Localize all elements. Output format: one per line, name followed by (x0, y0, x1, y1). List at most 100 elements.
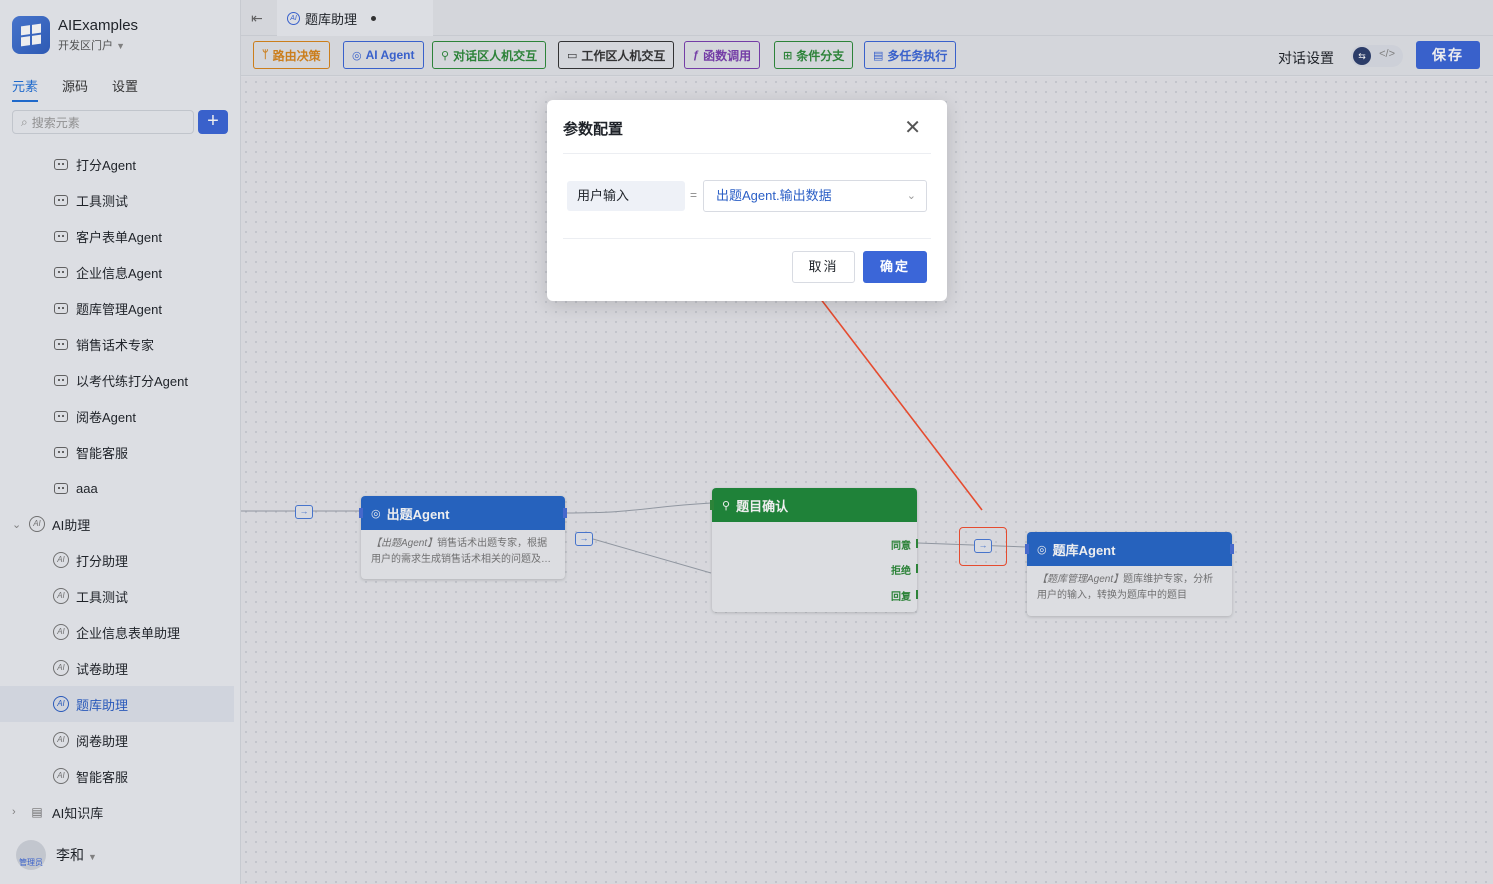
user-menu[interactable]: 管理员 李和 ▼ (16, 836, 226, 874)
node-question-agent[interactable]: ◎ 出题Agent 【出题Agent】销售话术出题专家，根据用户的需求生成销售话术… (359, 496, 567, 579)
chevron-right-icon[interactable]: › (12, 806, 16, 818)
input-port[interactable] (359, 508, 363, 518)
ai-icon: AI (52, 767, 70, 785)
tree-item-agent[interactable]: 题库管理Agent (0, 290, 234, 326)
node-title: 题库Agent (1052, 542, 1116, 558)
option-port[interactable] (916, 590, 918, 599)
dialog-title: 参数配置 (563, 121, 624, 138)
connector-icon[interactable]: → (295, 505, 313, 519)
workspace-interaction-button[interactable]: ▭工作区人机交互 (558, 41, 675, 69)
annotation-highlight (959, 527, 1007, 566)
tab-source[interactable]: 源码 (62, 79, 89, 94)
ai-icon: AI (52, 659, 70, 677)
equals-sign: = (690, 188, 698, 202)
condition-icon: ⊞ (783, 49, 793, 62)
tree-item-agent[interactable]: 工具测试 (0, 182, 234, 218)
search-input[interactable]: ⌕ 搜索元素 (12, 110, 194, 134)
close-icon[interactable]: ✕ (904, 117, 921, 139)
connector-icon[interactable]: → (575, 532, 593, 546)
chevron-down-icon: ▼ (116, 41, 125, 51)
option-agree[interactable]: 同意 (891, 541, 911, 552)
ai-icon: AI (28, 515, 46, 533)
tree-item-agent[interactable]: 阅卷Agent (0, 398, 234, 434)
ai-icon: AI (52, 587, 70, 605)
ai-icon: AI (52, 731, 70, 749)
param-name-label: 用户输入 (567, 181, 685, 211)
option-reply[interactable]: 回复 (891, 592, 911, 603)
input-port[interactable] (710, 500, 714, 510)
avatar: 管理员 (16, 840, 46, 870)
option-port[interactable] (916, 539, 918, 548)
code-icon: </> (1379, 48, 1395, 60)
dialog-settings-label[interactable]: 对话设置 (1278, 50, 1334, 66)
agent-icon: ◎ (371, 507, 381, 520)
output-port[interactable] (563, 508, 567, 518)
tree-item-agent[interactable]: 客户表单Agent (0, 218, 234, 254)
ai-agent-button[interactable]: ◎AI Agent (343, 41, 424, 69)
tab-elements[interactable]: 元素 (12, 76, 39, 102)
ai-icon: AI (52, 695, 70, 713)
robot-icon (52, 443, 70, 461)
settings-icon: ⇆ (1353, 47, 1371, 65)
chevron-down-icon: ▼ (88, 852, 97, 862)
param-value-select[interactable]: 出题Agent.输出数据 ⌄ (703, 180, 927, 212)
node-title: 出题Agent (386, 506, 450, 522)
collapse-sidebar-icon[interactable]: ⇤ (251, 10, 263, 26)
ai-icon: AI (287, 11, 300, 25)
tasks-icon: ▤ (873, 49, 884, 62)
branch-icon: ᛘ (262, 49, 269, 61)
tab-bar: ⇤ AI 题库助理 (241, 0, 1493, 36)
robot-icon (52, 299, 70, 317)
view-toggle[interactable]: ⇆ </> (1351, 45, 1403, 67)
tree-item-agent[interactable]: 以考代练打分Agent (0, 362, 234, 398)
input-port[interactable] (1025, 544, 1029, 554)
output-port[interactable] (1230, 544, 1234, 554)
connector-icon[interactable]: → (974, 539, 992, 553)
env-selector[interactable]: 开发区门户 (58, 40, 113, 52)
tree-item-agent[interactable]: 智能客服 (0, 434, 234, 470)
node-bank-agent[interactable]: ◎题库Agent 【题库管理Agent】题库维护专家，分析用户的输入，转换为题库… (1025, 532, 1234, 616)
option-port[interactable] (916, 564, 918, 573)
search-icon: ⌕ (21, 114, 28, 129)
search-placeholder: 搜索元素 (31, 115, 80, 130)
app-logo-icon (12, 16, 50, 54)
tree-group-knowledge-base[interactable]: ›▤AI知识库 (12, 805, 104, 821)
app-header[interactable]: AIExamples 开发区门户 ▼ (12, 16, 138, 54)
cancel-button[interactable]: 取消 (792, 251, 855, 283)
add-element-button[interactable]: + (198, 110, 228, 134)
sidebar: AIExamples 开发区门户 ▼ 元素 源码 设置 ⌕ 搜索元素 + 打分A… (0, 0, 241, 884)
node-description: 【出题Agent】销售话术出题专家，根据用户的需求生成销售话术相关的问题及… (371, 538, 551, 565)
ai-icon: AI (52, 551, 70, 569)
option-reject[interactable]: 拒绝 (891, 566, 911, 577)
divider (563, 238, 931, 239)
tab-label: 题库助理 (305, 11, 358, 27)
tab-document[interactable]: AI 题库助理 (277, 0, 433, 36)
tree-item-agent[interactable]: 销售话术专家 (0, 326, 234, 362)
chevron-down-icon[interactable]: ⌄ (12, 518, 22, 531)
confirm-button[interactable]: 确定 (863, 251, 927, 283)
robot-icon (52, 479, 70, 497)
tab-settings[interactable]: 设置 (112, 79, 139, 94)
robot-icon (52, 227, 70, 245)
tree-item-agent[interactable]: aaa (0, 470, 234, 506)
tree-item-agent[interactable]: 企业信息Agent (0, 254, 234, 290)
condition-branch-button[interactable]: ⊞条件分支 (774, 41, 854, 69)
user-name: 李和 (56, 847, 84, 863)
monitor-icon: ▭ (567, 49, 578, 62)
chat-interaction-button[interactable]: ⚲对话区人机交互 (432, 41, 547, 69)
multi-task-button[interactable]: ▤多任务执行 (864, 41, 957, 69)
robot-icon (52, 263, 70, 281)
tree-item-agent[interactable]: 打分Agent (0, 146, 234, 182)
save-button[interactable]: 保存 (1416, 41, 1480, 69)
